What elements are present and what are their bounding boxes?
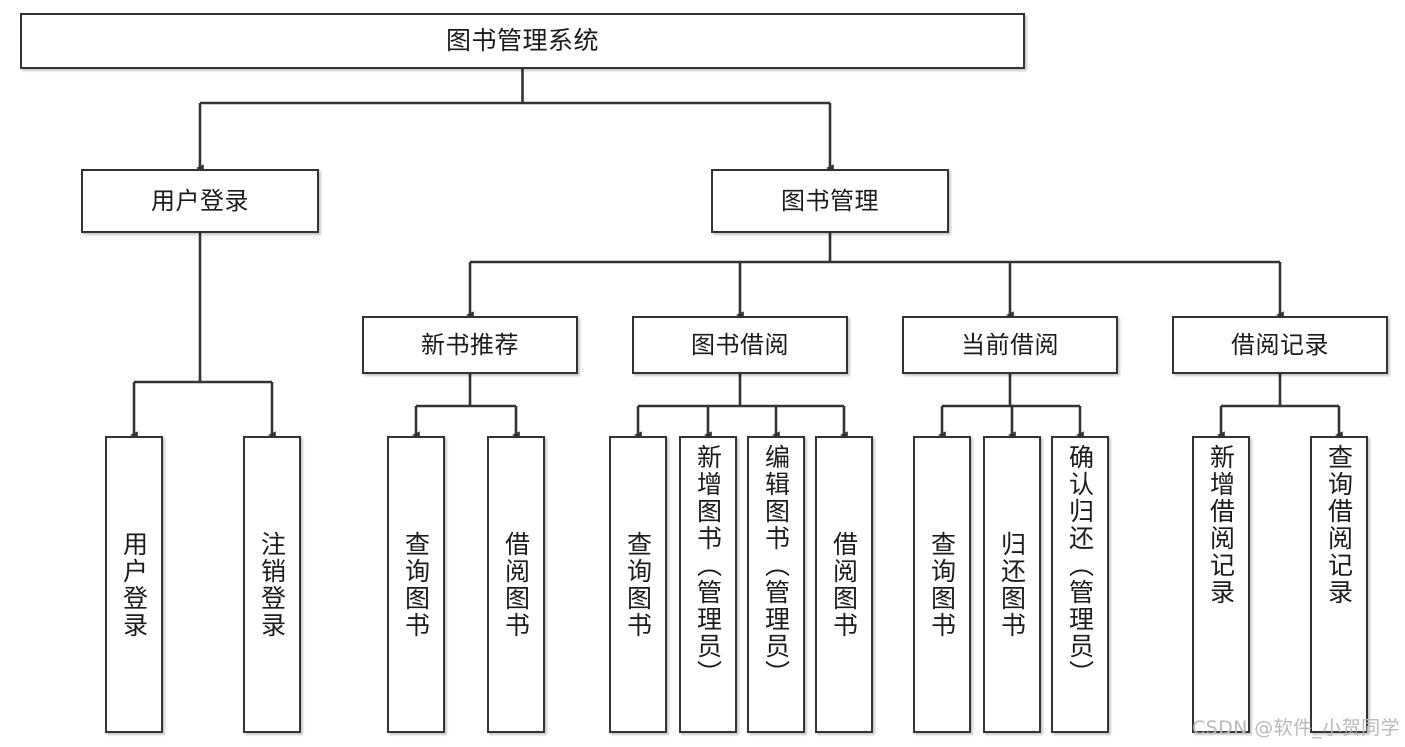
node-new-book-rec[interactable]: 新书推荐	[362, 316, 578, 374]
node-leaf-borrow-lend[interactable]: 借阅图书	[815, 436, 873, 733]
node-label-root: 图书管理系统	[445, 26, 599, 56]
node-label-new-book-rec: 新书推荐	[421, 330, 519, 359]
node-leaf-borrow-add[interactable]: 新增图书（管理员）	[679, 436, 737, 733]
node-leaf-rec-query[interactable]: 查询图书	[387, 436, 445, 733]
node-label-leaf-rec-borrow: 借阅图书	[501, 530, 531, 639]
node-leaf-borrow-edit[interactable]: 编辑图书（管理员）	[747, 436, 805, 733]
node-label-leaf-rec-search: 查询借阅记录	[1324, 444, 1354, 606]
node-label-leaf-user-login: 用户登录	[119, 530, 149, 639]
node-label-user-login: 用户登录	[151, 186, 249, 215]
node-root[interactable]: 图书管理系统	[20, 13, 1025, 69]
node-leaf-rec-add[interactable]: 新增借阅记录	[1192, 436, 1250, 733]
node-book-mgmt[interactable]: 图书管理	[711, 169, 949, 233]
node-label-book-mgmt: 图书管理	[781, 186, 879, 215]
node-label-leaf-rec-query: 查询图书	[401, 530, 431, 639]
node-current-borrow[interactable]: 当前借阅	[902, 316, 1118, 374]
node-leaf-cur-return[interactable]: 归还图书	[983, 436, 1041, 733]
node-book-borrow[interactable]: 图书借阅	[632, 316, 848, 374]
node-leaf-user-logout[interactable]: 注销登录	[243, 436, 301, 733]
node-leaf-borrow-query[interactable]: 查询图书	[609, 436, 667, 733]
node-label-leaf-user-logout: 注销登录	[257, 530, 287, 639]
node-leaf-cur-confirm[interactable]: 确认归还（管理员）	[1051, 436, 1109, 733]
node-label-book-borrow: 图书借阅	[691, 330, 789, 359]
node-leaf-user-login[interactable]: 用户登录	[105, 436, 163, 733]
node-leaf-rec-borrow[interactable]: 借阅图书	[487, 436, 545, 733]
node-label-leaf-cur-confirm: 确认归还（管理员）	[1065, 444, 1095, 687]
node-label-leaf-cur-return: 归还图书	[997, 530, 1027, 639]
node-label-borrow-record: 借阅记录	[1231, 330, 1329, 359]
node-leaf-rec-search[interactable]: 查询借阅记录	[1310, 436, 1368, 733]
node-label-leaf-borrow-add: 新增图书（管理员）	[693, 444, 723, 687]
watermark: CSDN @软件_小贺同学	[1192, 717, 1400, 739]
node-user-login[interactable]: 用户登录	[81, 169, 319, 233]
node-label-leaf-borrow-lend: 借阅图书	[829, 530, 859, 639]
node-label-leaf-borrow-edit: 编辑图书（管理员）	[761, 444, 791, 687]
node-label-leaf-cur-query: 查询图书	[927, 530, 957, 639]
node-label-leaf-borrow-query: 查询图书	[623, 530, 653, 639]
node-borrow-record[interactable]: 借阅记录	[1172, 316, 1388, 374]
node-label-leaf-rec-add: 新增借阅记录	[1206, 444, 1236, 606]
node-leaf-cur-query[interactable]: 查询图书	[913, 436, 971, 733]
node-label-current-borrow: 当前借阅	[961, 330, 1059, 359]
